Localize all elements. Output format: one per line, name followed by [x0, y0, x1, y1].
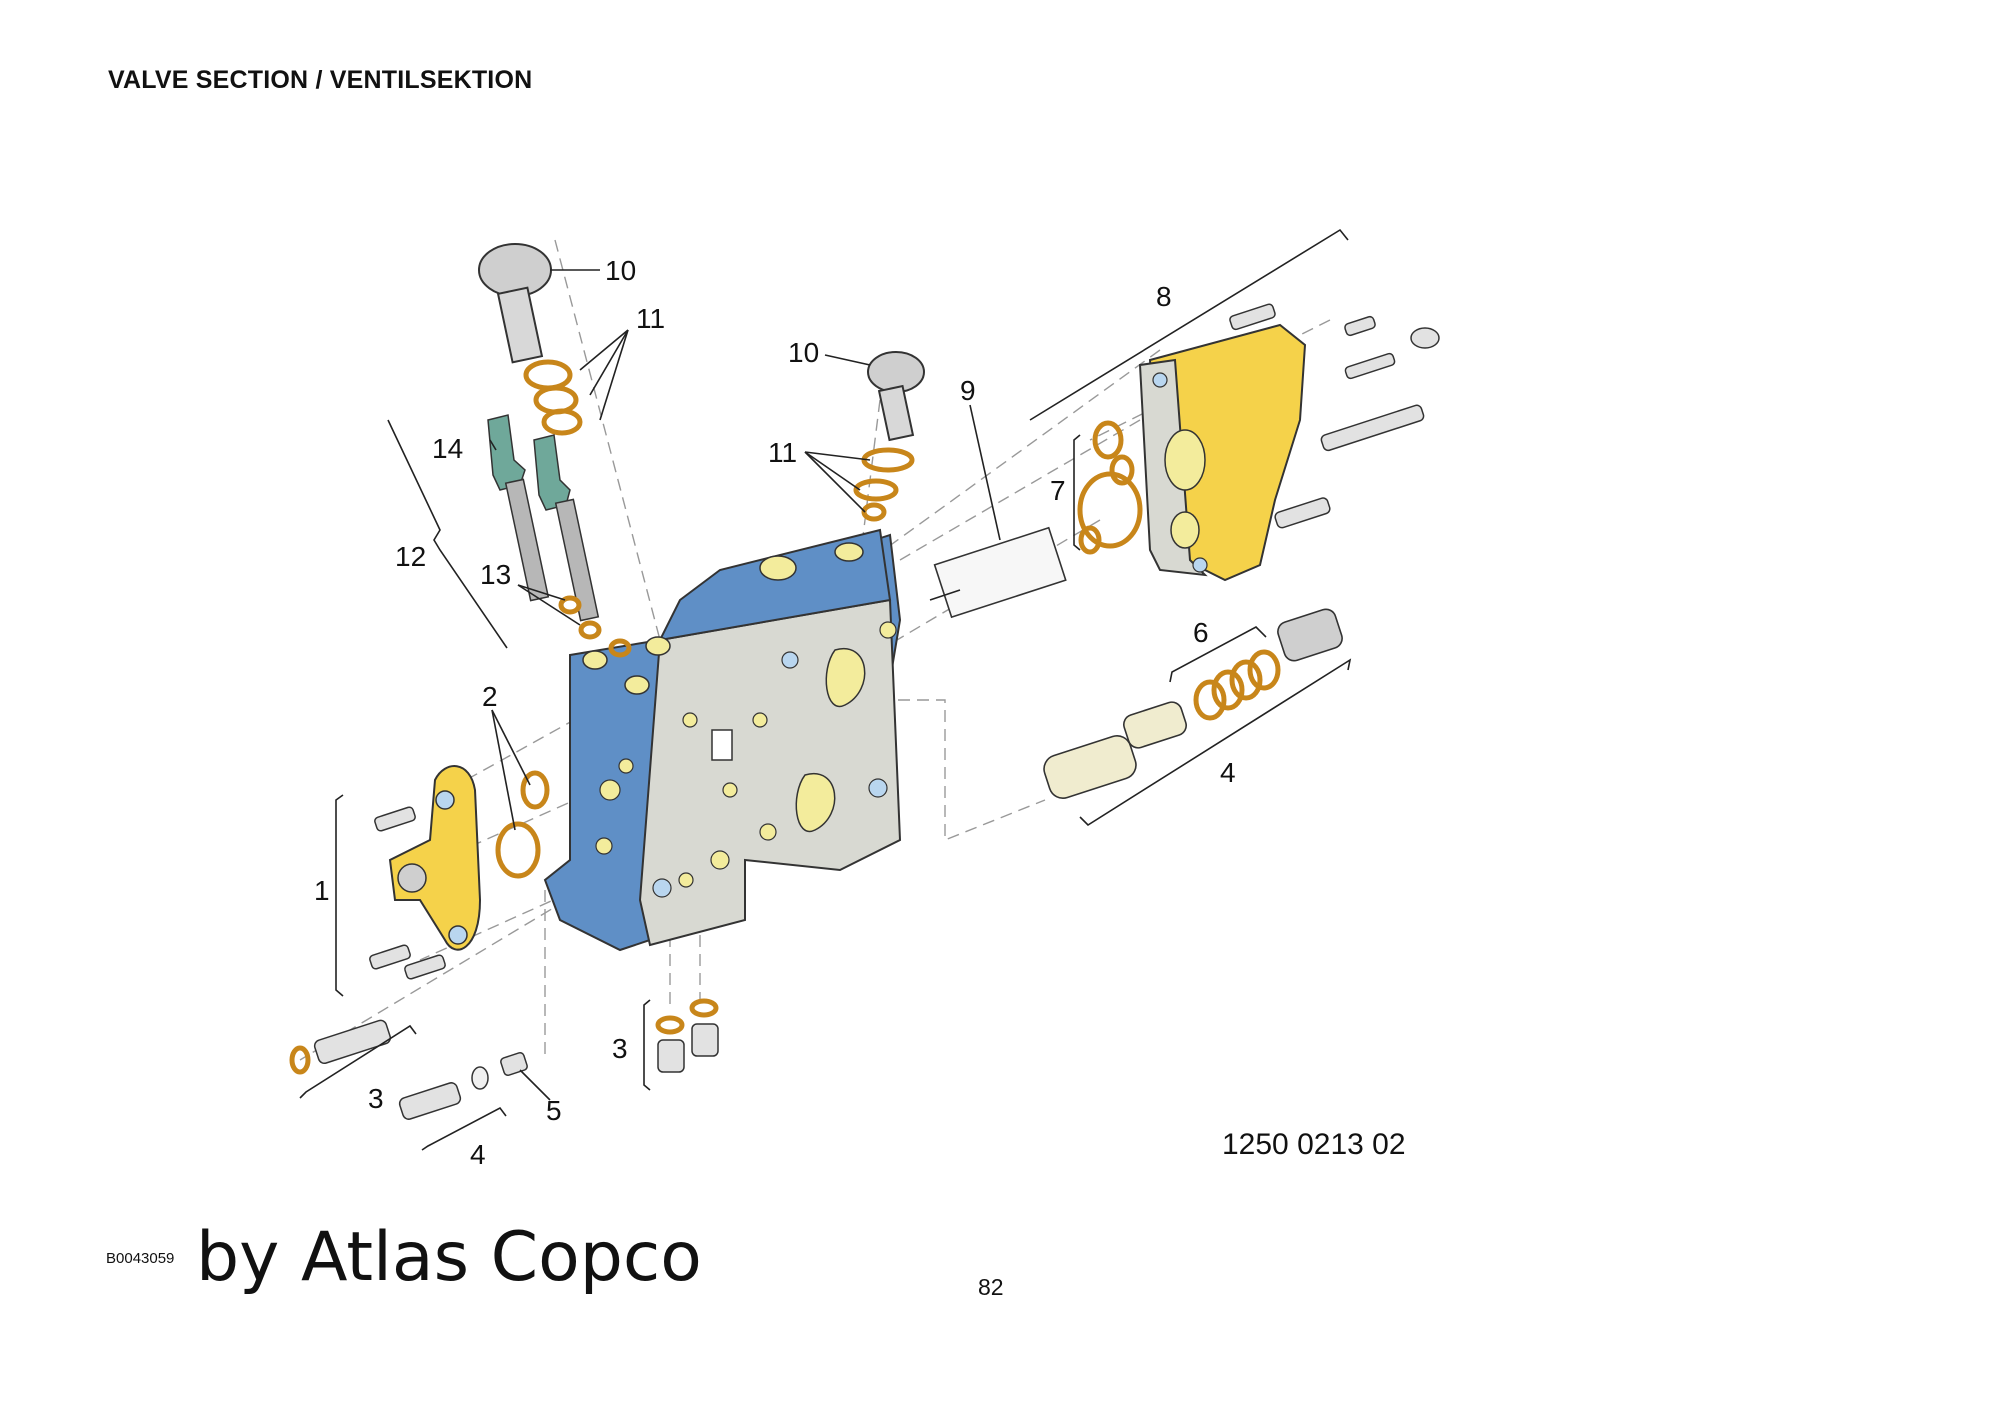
callout-8: 8 [1156, 281, 1172, 312]
callout-3-plug: 3 [368, 1083, 384, 1114]
image-id: B0043059 [106, 1250, 175, 1267]
callout-14: 14 [432, 433, 463, 464]
callout-1: 1 [314, 875, 330, 906]
callout-12: 12 [395, 541, 426, 572]
screw-assembly-4 [398, 1066, 489, 1120]
callout-2: 2 [482, 681, 498, 712]
right-cover-8 [1138, 323, 1307, 582]
o-rings-13 [558, 595, 632, 658]
callout-13: 13 [480, 559, 511, 590]
callout-6: 6 [1193, 617, 1209, 648]
leader-lines [489, 269, 1001, 1101]
callout-4-screw: 4 [470, 1139, 486, 1170]
callout-10-left: 10 [605, 255, 636, 286]
plug-10-left [478, 243, 552, 364]
callout-labels: 1 2 3 3 3 4 4 5 6 7 8 9 10 10 11 11 12 1… [314, 255, 1236, 1170]
callout-5: 5 [546, 1095, 562, 1126]
plug-assembly-3 [289, 1019, 392, 1075]
springs-6 [1193, 649, 1281, 721]
o-rings-7 [1077, 420, 1143, 555]
drawing-number: 1250 0213 02 [1222, 1128, 1406, 1161]
page-number: 82 [978, 1274, 1004, 1300]
plug-5 [500, 1052, 528, 1076]
spring-9 [929, 526, 1067, 619]
o-rings-11-center [853, 447, 915, 522]
right-cover-screws [1229, 303, 1440, 529]
o-rings-2 [495, 770, 550, 879]
o-rings-11-left [523, 359, 583, 436]
callout-11-center: 11 [768, 437, 797, 468]
callout-9: 9 [960, 375, 976, 406]
page-title: VALVE SECTION / VENTILSEKTION [108, 66, 533, 94]
callout-4-spool: 4 [1220, 757, 1236, 788]
callout-brackets [299, 228, 1352, 1151]
callout-10-center: 10 [788, 337, 819, 368]
bottom-plugs [655, 998, 719, 1073]
left-cover [388, 765, 482, 951]
left-cover-screws [369, 806, 446, 980]
valve-housing [543, 528, 902, 952]
callout-11-left: 11 [636, 303, 665, 334]
spool-assembly-4 [1043, 608, 1343, 799]
callout-3-bottom: 3 [612, 1033, 628, 1064]
callout-7: 7 [1050, 475, 1066, 506]
plug-10-center [867, 351, 925, 442]
credit-text: by Atlas Copco [196, 1218, 702, 1297]
